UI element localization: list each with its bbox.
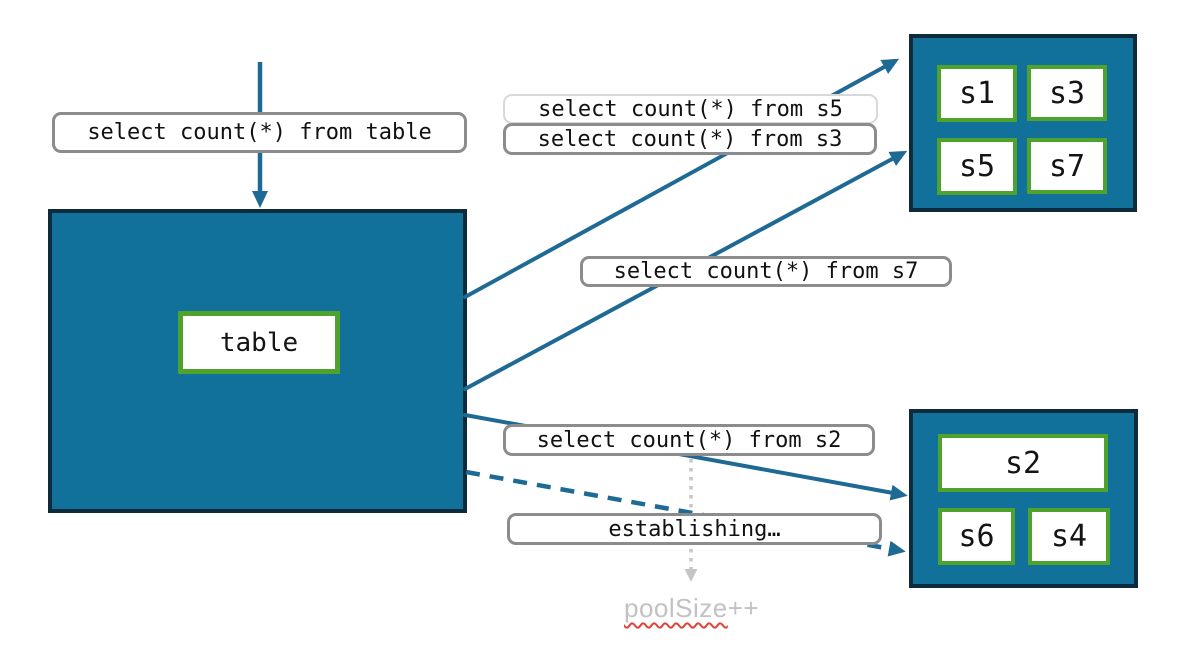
- shard-label: s7: [1048, 148, 1086, 184]
- shard-node-s5: s5: [937, 138, 1017, 195]
- query-label-from-s2: select count(*) from s2: [503, 424, 875, 456]
- shard-label: s2: [1004, 445, 1042, 481]
- query-label-from-s7: select count(*) from s7: [580, 256, 952, 287]
- shard-node-s3: s3: [1027, 65, 1107, 121]
- shard-node-s4: s4: [1028, 508, 1110, 565]
- shard-node-s7: s7: [1027, 138, 1107, 194]
- poolsize-word: poolSize: [624, 593, 728, 623]
- shard-group-top: s1 s3 s5 s7: [909, 34, 1137, 212]
- query-label-from-table: select count(*) from table: [52, 112, 467, 153]
- shard-group-bottom: s2 s6 s4: [909, 409, 1138, 588]
- query-label-from-s5: select count(*) from s5: [503, 94, 878, 124]
- query-label-from-s3: select count(*) from s3: [503, 123, 877, 155]
- shard-label: s1: [958, 76, 996, 111]
- query-label-establishing: establishing…: [507, 513, 882, 545]
- poolsize-suffix: ++: [727, 593, 760, 623]
- poolsize-annotation: poolSize++: [624, 593, 759, 624]
- shard-label: s4: [1050, 519, 1088, 554]
- shard-label: s5: [958, 149, 996, 184]
- shard-node-s2: s2: [938, 434, 1108, 492]
- shard-node-s1: s1: [937, 65, 1017, 122]
- table-node: table: [178, 311, 340, 374]
- table-node-label: table: [219, 327, 299, 358]
- shard-label: s3: [1048, 75, 1086, 111]
- shard-label: s6: [958, 519, 995, 554]
- table-container-box: table: [48, 209, 467, 513]
- shard-node-s6: s6: [938, 508, 1015, 565]
